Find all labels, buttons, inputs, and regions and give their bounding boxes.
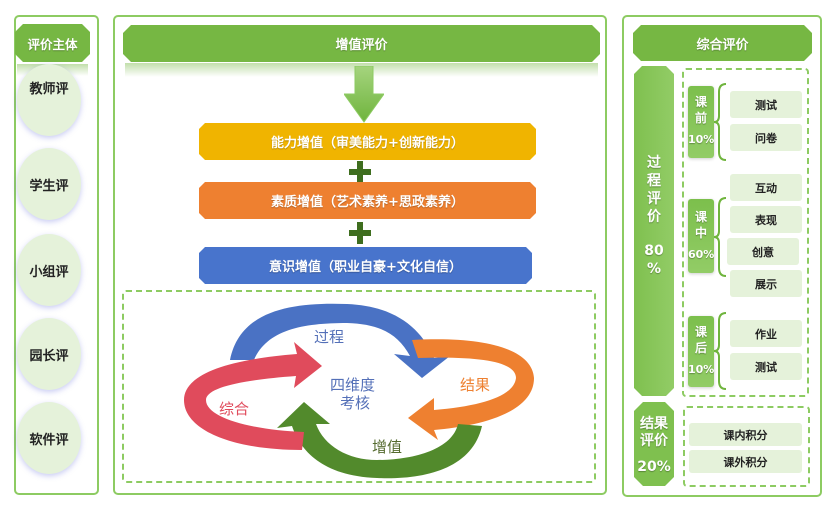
result-percent: 20%	[637, 459, 671, 475]
awareness-bar-label: 意识增值（职业自豪+文化自信）	[269, 260, 462, 275]
item-label: 展示	[755, 277, 777, 291]
cycle-center-line1: 四维度	[330, 376, 375, 394]
process-char: 程	[647, 173, 661, 189]
phase-percent: 10%	[688, 133, 715, 146]
evaluator-student: 学生评	[17, 148, 81, 220]
phase-char: 前	[694, 111, 707, 125]
process-char: 过	[647, 155, 661, 171]
evaluator-header-label: 评价主体	[27, 36, 78, 52]
phase-char: 中	[694, 226, 707, 240]
quality-bar-label: 素质增值（艺术素养+思政素养）	[271, 195, 464, 210]
comprehensive-header-label: 综合评价	[696, 37, 749, 53]
evaluator-teacher: 教师评	[17, 64, 81, 136]
cycle-diagram-box	[122, 290, 596, 483]
evaluator-label: 园长评	[29, 348, 69, 364]
evaluator-header: 评价主体	[15, 24, 90, 62]
process-arrow	[230, 303, 450, 378]
item-label: 作业	[755, 327, 777, 341]
plus-icon	[349, 161, 371, 183]
item-label: 课内积分	[723, 428, 768, 442]
segment-label-result: 结果	[460, 376, 490, 394]
phase-percent: 10%	[688, 363, 715, 376]
item-in-class-points: 课内积分	[689, 423, 802, 446]
ability-bar: 能力增值（审美能力+创新能力）	[199, 123, 536, 160]
process-evaluation-column: 过 程 评 价 80 %	[634, 66, 674, 396]
item-during-performance: 表现	[730, 206, 802, 233]
brace-icon	[714, 197, 727, 277]
evaluator-group: 小组评	[17, 234, 81, 306]
item-before-survey: 问卷	[730, 124, 802, 151]
process-percent-sign: %	[646, 261, 662, 277]
value-added-header-label: 增值评价	[335, 38, 388, 53]
down-arrow-icon	[344, 66, 384, 123]
result-evaluation-column: 结果 评价 20%	[634, 402, 674, 486]
phase-after-class: 课 后 10%	[688, 316, 714, 387]
phase-char: 后	[694, 341, 707, 355]
comprehensive-header: 综合评价	[633, 25, 812, 61]
phase-before-class: 课 前 10%	[688, 86, 714, 158]
item-label: 课外积分	[723, 455, 768, 469]
plus-icon	[349, 222, 371, 244]
result-label-line1: 结果	[640, 416, 668, 432]
four-dimension-cycle: 过程 结果 增值 综合 四维度 考核	[184, 303, 534, 479]
evaluator-label: 小组评	[29, 264, 69, 280]
result-label-line2: 评价	[640, 433, 668, 449]
segment-label-value: 增值	[372, 438, 402, 456]
brace-icon	[714, 83, 727, 161]
item-label: 测试	[755, 98, 777, 112]
item-label: 测试	[755, 360, 777, 374]
item-after-homework: 作业	[730, 320, 802, 347]
segment-label-comprehensive: 综合	[219, 400, 249, 418]
item-after-test: 测试	[730, 353, 802, 380]
process-char: 评	[647, 191, 661, 207]
result-items-box	[683, 406, 810, 487]
comprehensive-arrow	[184, 342, 322, 450]
evaluator-label: 学生评	[29, 178, 69, 194]
item-out-class-points: 课外积分	[689, 450, 802, 473]
process-percent: 80	[644, 243, 664, 259]
item-before-test: 测试	[730, 91, 802, 118]
phase-percent: 60%	[688, 248, 715, 261]
item-during-interaction: 互动	[730, 174, 802, 201]
phase-char: 课	[694, 210, 707, 224]
item-label: 创意	[752, 245, 774, 259]
evaluator-label: 教师评	[29, 82, 69, 97]
value-added-arrow	[277, 402, 482, 479]
quality-bar: 素质增值（艺术素养+思政素养）	[199, 182, 536, 219]
item-during-creativity: 创意	[727, 238, 799, 265]
item-label: 互动	[755, 181, 777, 195]
cycle-center-line2: 考核	[340, 394, 370, 412]
phase-char: 课	[694, 95, 707, 109]
process-phases-box	[682, 68, 809, 397]
item-label: 问卷	[755, 131, 777, 145]
phase-during-class: 课 中 60%	[688, 199, 714, 273]
awareness-bar: 意识增值（职业自豪+文化自信）	[199, 247, 532, 284]
item-during-presentation: 展示	[730, 270, 802, 297]
evaluator-software: 软件评	[17, 402, 81, 474]
segment-label-process: 过程	[314, 328, 344, 346]
result-arrow	[408, 339, 534, 440]
evaluator-label: 软件评	[29, 432, 69, 448]
ability-bar-label: 能力增值（审美能力+创新能力）	[271, 136, 464, 151]
process-char: 价	[647, 209, 661, 225]
brace-icon	[714, 312, 727, 390]
item-label: 表现	[755, 213, 777, 227]
evaluator-principal: 园长评	[17, 318, 81, 390]
phase-char: 课	[694, 325, 707, 339]
value-added-header: 增值评价	[123, 25, 600, 62]
